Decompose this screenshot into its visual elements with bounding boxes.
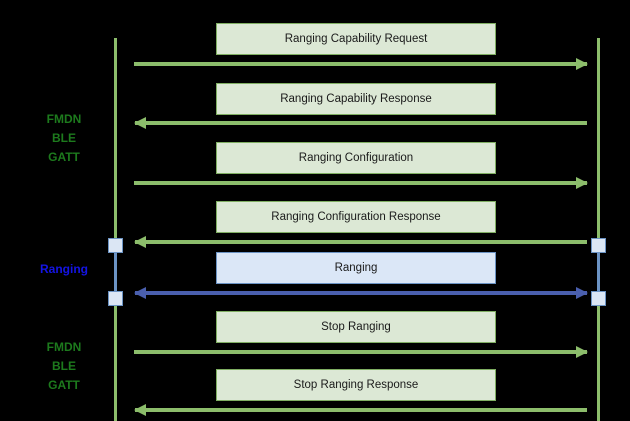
arrowhead-left-icon xyxy=(134,236,146,248)
phase-label-ranging: Ranging xyxy=(40,262,88,276)
left-activation-node-end xyxy=(108,291,123,306)
message-arrow-stop-ranging-response xyxy=(134,404,587,416)
right-activation-node-start xyxy=(591,238,606,253)
left-lifeline-upper xyxy=(114,38,117,243)
message-box-stop-ranging-response: Stop Ranging Response xyxy=(216,369,496,401)
arrowhead-right-icon xyxy=(576,58,588,70)
message-arrow-stop-ranging xyxy=(134,346,588,358)
message-box-ranging-configuration: Ranging Configuration xyxy=(216,142,496,174)
arrow-shaft xyxy=(135,121,587,125)
left-activation-node-start xyxy=(108,238,123,253)
left-lifeline-activation-bar xyxy=(114,245,117,297)
right-lifeline-upper xyxy=(597,38,600,243)
arrow-shaft xyxy=(135,240,587,244)
arrowhead-right-icon xyxy=(576,177,588,189)
arrowhead-left-icon xyxy=(134,404,146,416)
message-arrow-ranging-bidirectional xyxy=(134,287,588,299)
message-arrow-ranging-configuration-response xyxy=(134,236,587,248)
message-arrow-ranging-capability-request xyxy=(134,58,588,70)
arrowhead-left-icon xyxy=(134,287,146,299)
right-lifeline-activation-bar xyxy=(597,245,600,297)
arrowhead-left-icon xyxy=(134,117,146,129)
arrow-shaft xyxy=(134,350,587,354)
phase-label-fmdn-ble-gatt-top: FMDN BLE GATT xyxy=(46,112,82,164)
phase-label-fmdn-ble-gatt-bottom: FMDN BLE GATT xyxy=(46,340,82,392)
arrow-shaft xyxy=(134,62,587,66)
message-box-ranging-configuration-response: Ranging Configuration Response xyxy=(216,201,496,233)
left-lifeline-lower xyxy=(114,298,117,421)
message-box-stop-ranging: Stop Ranging xyxy=(216,311,496,343)
message-box-ranging-capability-request: Ranging Capability Request xyxy=(216,23,496,55)
arrowhead-right-icon xyxy=(576,287,588,299)
message-box-ranging: Ranging xyxy=(216,252,496,284)
arrow-shaft xyxy=(135,291,587,295)
message-arrow-ranging-configuration xyxy=(134,177,588,189)
right-activation-node-end xyxy=(591,291,606,306)
message-arrow-ranging-capability-response xyxy=(134,117,587,129)
arrow-shaft xyxy=(134,181,587,185)
arrow-shaft xyxy=(135,408,587,412)
right-lifeline-lower xyxy=(597,298,600,421)
message-box-ranging-capability-response: Ranging Capability Response xyxy=(216,83,496,115)
arrowhead-right-icon xyxy=(576,346,588,358)
